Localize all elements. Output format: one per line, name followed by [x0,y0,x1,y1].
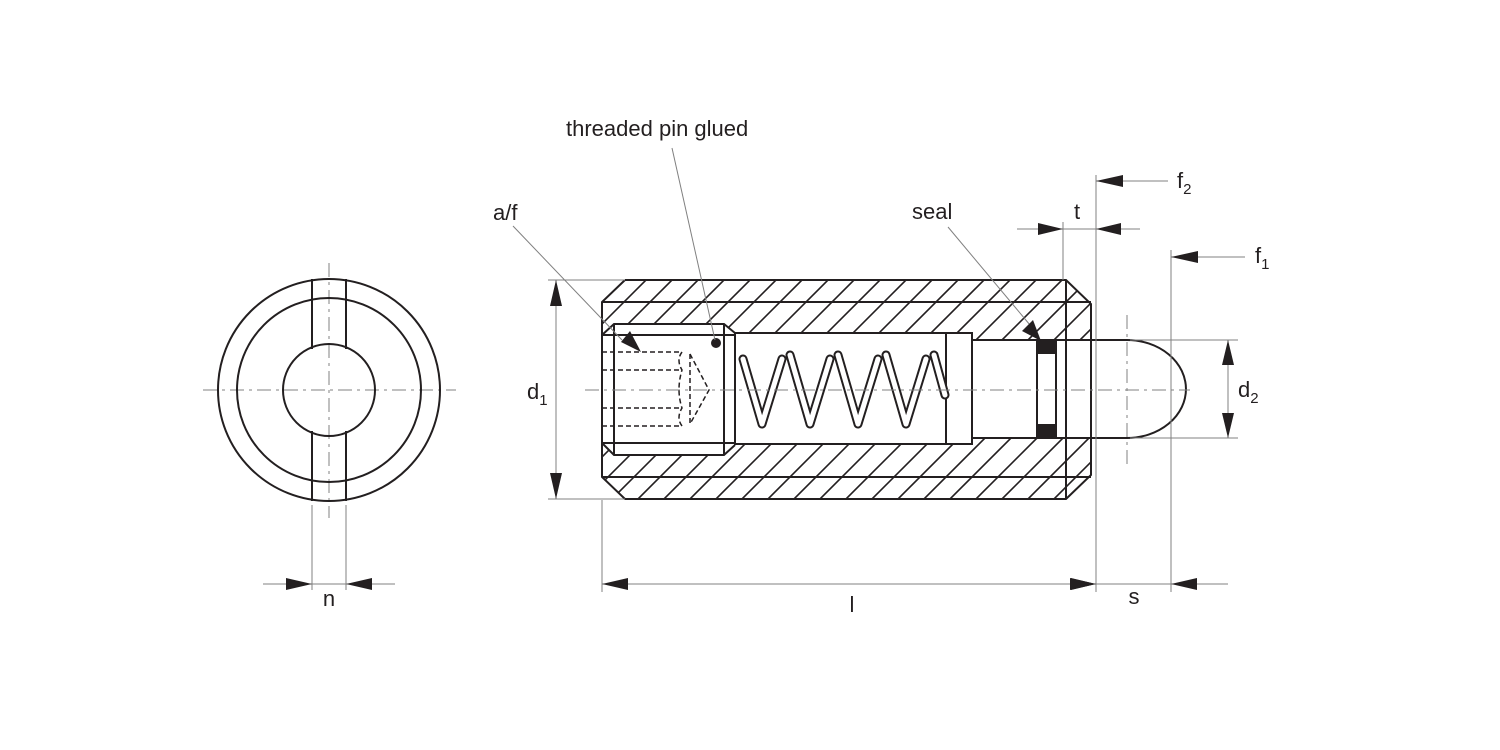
hatch-line [689,280,751,340]
plunger [972,339,1187,439]
dim-label-f1: f1 [1255,243,1269,273]
dim-label-d1: d1 [527,379,548,409]
hatch-line [923,280,985,340]
dim-label-n: n [323,586,335,611]
d2-arrow-icon [1222,413,1234,438]
hatch-line [1053,280,1091,340]
hatch-line [689,438,752,499]
hatch-line [975,438,1038,499]
hatch-line [871,438,934,499]
hatch-line [1106,280,1166,340]
hatch-line [845,438,908,499]
pin-bore-top [601,323,736,336]
s-arrow-icon [1171,578,1197,590]
hex-socket-hidden [602,351,710,427]
hatch-line [1132,280,1192,340]
hatch-line [602,280,647,340]
f1-arrow-icon [1171,251,1198,263]
l-arrow-icon [602,578,628,590]
dim-label-f2: f2 [1177,168,1191,198]
hatch-line [1027,438,1090,499]
body-outline-top [625,279,1092,340]
hatch-line [1001,438,1064,499]
s-arrow-icon [1071,578,1096,590]
hatch-line [1106,438,1167,499]
hatch-line [663,280,725,340]
hatch-line [1158,438,1219,499]
threaded-pin-leader [671,147,716,341]
f2-arrow-icon [1096,175,1123,187]
dim-label-s: s [1129,584,1140,609]
t-arrow-icon [1038,223,1063,235]
dim-label-l: l [850,592,855,617]
hatch-line [637,280,699,340]
hatch-line [1079,438,1091,499]
hatch-line [1158,280,1218,340]
hatch-line [871,280,933,340]
across-flats-leader [512,225,623,341]
end-view-chamfer-circle [236,297,422,483]
hatch-line [897,280,959,340]
hatch-line [819,438,882,499]
end-view-bore-circle [282,343,376,437]
hatch-line [1001,280,1063,340]
across-flats-arrow-icon [621,331,641,352]
dim-label-t: t [1074,199,1080,224]
hatch-line [949,438,1012,499]
hatch-line [663,438,726,499]
hatch-line [637,438,700,499]
spring-chamber [734,332,973,445]
end-view: n [203,263,456,611]
callout-threaded-pin-glued: threaded pin glued [566,116,748,141]
hatch-line [1079,280,1091,340]
callout-seal: seal [912,199,952,224]
hatch-line [611,438,674,499]
n-arrow-icon [346,578,372,590]
seal-leader [947,226,1031,326]
hatch-line [767,280,829,340]
hatch-line [741,438,804,499]
hatch-line [897,438,960,499]
hatch-line [611,280,673,340]
seal-bottom [1037,424,1056,438]
hatch-line [602,280,621,340]
hatch-line [793,438,856,499]
hatch-line [1132,438,1193,499]
dim-label-d2: d2 [1238,377,1259,407]
hatch-line [923,438,986,499]
glue-dot-icon [711,338,721,348]
pin-bore-bottom [601,442,736,456]
d2-arrow-icon [1222,340,1234,365]
hatch-bottom [602,438,1219,499]
hatch-line [975,280,1037,340]
hatch-top [602,280,1218,340]
hatch-line [793,280,855,340]
n-arrow-icon [286,578,312,590]
hatch-line [1053,438,1091,499]
hatch-line [767,438,830,499]
hatch-line [949,280,1011,340]
callout-across-flats: a/f [493,200,518,225]
t-arrow-icon [1096,223,1121,235]
d1-arrow-icon [550,473,562,499]
section-view: d1 d2 l s t f2 f1 threade [493,116,1269,617]
seal-top [1037,340,1056,354]
hatch-line [819,280,881,340]
end-view-outer-circle [217,278,441,502]
hatch-line [845,280,907,340]
hatch-line [741,280,803,340]
seal-arrow-icon [1022,320,1041,341]
hatch-line [602,438,622,499]
d1-arrow-icon [550,280,562,306]
hatch-line [715,438,778,499]
